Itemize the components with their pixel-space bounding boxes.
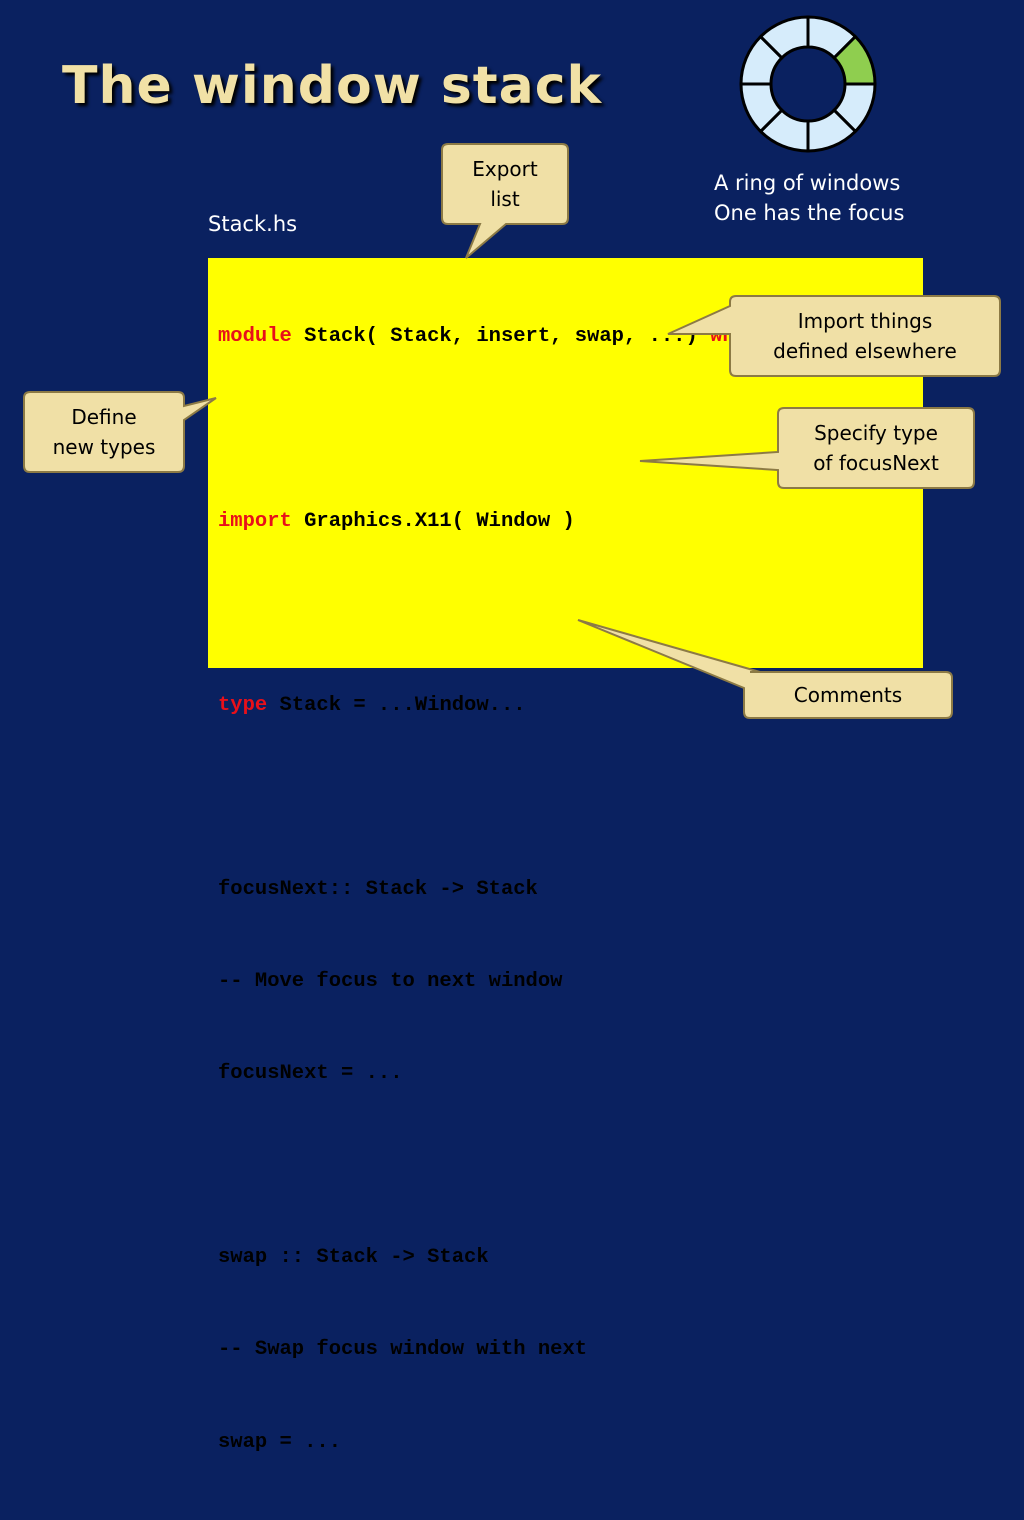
callout-define-text: Define new types (24, 402, 184, 462)
code-line-4 (218, 599, 772, 630)
code-line-5: type Stack = ...Window... (218, 691, 772, 722)
ring-caption-line-1: A ring of windows (714, 171, 901, 195)
callout-export-text: Export list (442, 154, 568, 214)
code-line-7: focusNext:: Stack -> Stack (218, 875, 772, 906)
code-text: focusNext = ... (218, 1062, 403, 1086)
code-text: Graphics.X11( Window ) (291, 509, 575, 533)
callout-import-line-1: Import things (797, 309, 933, 333)
callout-export-line-1: Export (472, 157, 538, 181)
code-line-6 (218, 783, 772, 814)
keyword: module (218, 325, 292, 349)
ring-segment (758, 15, 810, 60)
code-text: Stack( Stack, insert, swap, ...) (291, 325, 711, 349)
callout-define-line-1: Define (71, 405, 137, 429)
code-comment: -- Move focus to next window (218, 970, 563, 994)
code-text: Stack = ...Window... (267, 693, 526, 717)
code-line-1: module Stack( Stack, insert, swap, ...) … (218, 322, 772, 353)
ring-caption-line-2: One has the focus (714, 201, 905, 225)
code-line-2 (218, 415, 772, 446)
callout-specify-line-1: Specify type (814, 421, 938, 445)
code-text: swap :: Stack -> Stack (218, 1246, 489, 1270)
slide-title: The window stack (62, 56, 603, 116)
ring-caption: A ring of windows One has the focus (714, 168, 904, 228)
code-line-3: import Graphics.X11( Window ) (218, 507, 772, 538)
callout-comments-line-1: Comments (793, 683, 903, 707)
file-name-label: Stack.hs (208, 212, 298, 236)
code-text: focusNext:: Stack -> Stack (218, 877, 538, 901)
code-line-9: focusNext = ... (218, 1059, 772, 1090)
code-line-11: swap :: Stack -> Stack (218, 1243, 772, 1274)
code-line-13: swap = ... (218, 1428, 772, 1459)
keyword: type (218, 693, 268, 717)
callout-import-text: Import things defined elsewhere (730, 306, 1000, 366)
code-comment: -- Swap focus window with next (218, 1338, 588, 1362)
callout-export-line-2: list (490, 187, 520, 211)
callout-comments-text: Comments (744, 680, 952, 710)
callout-specify-text: Specify type of focusNext (778, 418, 974, 478)
callout-define-line-2: new types (52, 435, 156, 459)
code-text: swap = ... (218, 1430, 342, 1454)
keyword: import (218, 509, 292, 533)
code-line-10 (218, 1151, 772, 1182)
slide: The window stack A ring of windows One h… (23, 15, 1001, 1454)
code-line-8: -- Move focus to next window (218, 967, 772, 998)
code-line-12: -- Swap focus window with next (218, 1335, 772, 1366)
code-listing: module Stack( Stack, insert, swap, ...) … (218, 261, 772, 1520)
callout-import-line-2: defined elsewhere (773, 339, 957, 363)
window-ring-diagram (739, 15, 877, 153)
callout-specify-line-2: of focusNext (813, 451, 939, 475)
